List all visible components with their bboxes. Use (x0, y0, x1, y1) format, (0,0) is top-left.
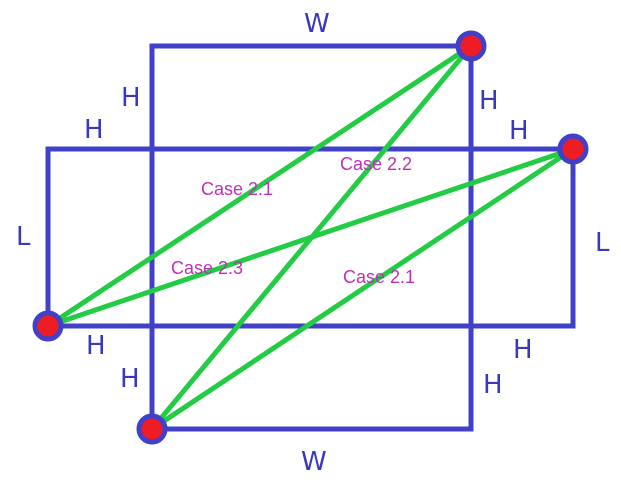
corner-dot-left (32, 310, 64, 342)
diagonal-bottom-to-right (150, 146, 575, 432)
vertical-rectangle (149, 43, 474, 432)
diagonal-left-to-right (47, 146, 574, 329)
case-label-lower-right: Case 2.1 (343, 267, 415, 287)
label-h-upper-right-inner: H (479, 86, 499, 116)
case-label-upper-left: Case 2.1 (201, 179, 273, 199)
corner-dot-right (557, 133, 589, 165)
label-w-top: W (304, 9, 330, 39)
label-l-right: L (595, 228, 610, 258)
label-h-upper-right-outer: H (509, 116, 529, 146)
label-h-upper-left-outer: H (84, 115, 104, 145)
label-h-lower-right-outer: H (513, 335, 533, 365)
label-h-upper-left-inner: H (121, 83, 141, 113)
label-w-bottom: W (301, 447, 327, 477)
corner-dot-bottom (136, 413, 168, 445)
case-label-middle-left: Case 2.3 (171, 258, 243, 278)
label-h-lower-left-outer: H (86, 331, 106, 361)
label-l-left: L (16, 222, 31, 252)
label-h-lower-right-inner: H (483, 370, 503, 400)
corner-dot-top-right (455, 30, 487, 62)
label-h-lower-left-inner: H (120, 364, 140, 394)
diagonal-left-to-top-right (46, 43, 473, 329)
case-label-upper-right: Case 2.2 (340, 154, 412, 174)
